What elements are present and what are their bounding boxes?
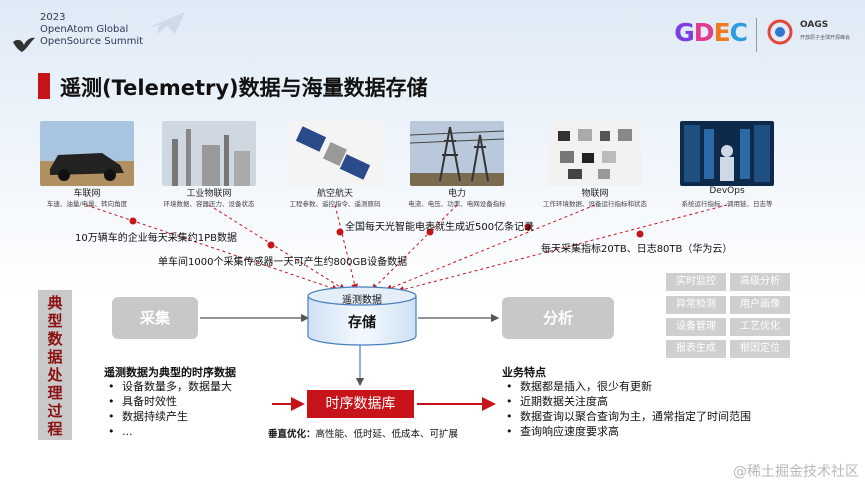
iot-devices-image bbox=[548, 121, 642, 186]
annotation-workshop: 单车间1000个采集传感器一天可产生约800GB设备数据 bbox=[158, 257, 408, 268]
vertical-optimization: 垂直优化：高性能、低时延、低成本、可扩展 bbox=[268, 426, 458, 440]
header-divider bbox=[756, 18, 757, 52]
list-item: 具备时效性 bbox=[104, 394, 232, 409]
source-sub-iot: 工作环境数据、设备运行指标和状态 bbox=[543, 200, 647, 208]
car-image bbox=[40, 121, 134, 186]
tag-device-management: 设备管理 bbox=[666, 318, 726, 336]
list-item: 数据查询以聚合查询为主，通常指定了时间范围 bbox=[502, 409, 751, 424]
annotation-huawei-cloud: 每天采集指标20TB、日志80TB（华为云） bbox=[541, 244, 733, 255]
tag-advanced-analysis: 高级分析 bbox=[730, 273, 790, 291]
dove-icon bbox=[13, 37, 35, 52]
tag-process-optimization: 工艺优化 bbox=[730, 318, 790, 336]
industrial-plant-image bbox=[162, 121, 256, 186]
storage-top-label: 遥测数据 bbox=[342, 295, 382, 306]
storage-cylinder-icon bbox=[307, 286, 417, 346]
datacenter-image bbox=[680, 121, 774, 186]
vertical-optimization-label: 垂直优化： bbox=[268, 429, 316, 440]
watermark: @稀土掘金技术社区 bbox=[733, 464, 859, 480]
satellite-image bbox=[288, 121, 382, 186]
left-list-heading: 遥测数据为典型的时序数据 bbox=[104, 366, 236, 379]
source-label-power: 电力 bbox=[447, 189, 466, 199]
source-label-iiot: 工业物联网 bbox=[186, 189, 232, 199]
oags-logo-icon bbox=[767, 19, 793, 45]
event-title: 2023 OpenAtom Global OpenSource Summit bbox=[40, 12, 144, 47]
tag-realtime-monitor: 实时监控 bbox=[666, 273, 726, 291]
right-list-heading: 业务特点 bbox=[502, 366, 546, 379]
source-sub-vehicle: 车速、油量/电量、转向角度 bbox=[46, 200, 128, 208]
oags-name: OAGS bbox=[800, 20, 829, 30]
collect-box: 采集 bbox=[112, 297, 198, 339]
title-accent-bar bbox=[38, 73, 50, 99]
annotation-smart-meter: 全国每天光智能电表就生成近500亿条记录 bbox=[345, 222, 535, 233]
airplane-icon bbox=[147, 12, 185, 34]
tag-user-profile: 用户画像 bbox=[730, 296, 790, 314]
left-bullet-list: 设备数量多，数据量大 具备时效性 数据持续产生 ... bbox=[104, 379, 232, 439]
source-label-iot: 物联网 bbox=[581, 189, 609, 199]
tsdb-box: 时序数据库 bbox=[307, 390, 414, 418]
right-bullet-list: 数据都是插入，很少有更新 近期数据关注度高 数据查询以聚合查询为主，通常指定了时… bbox=[502, 379, 751, 439]
analyze-box: 分析 bbox=[502, 297, 614, 339]
annotation-vehicle: 10万辆车的企业每天采集约1PB数据 bbox=[75, 233, 237, 244]
source-label-aerospace: 航空航天 bbox=[316, 189, 353, 199]
list-item: 数据持续产生 bbox=[104, 409, 232, 424]
source-sub-devops: 系统运行指标、调用链、日志等 bbox=[681, 200, 773, 208]
gdec-logo: GDEC bbox=[674, 18, 748, 47]
power-tower-image bbox=[410, 121, 504, 186]
vertical-optimization-text: 高性能、低时延、低成本、可扩展 bbox=[315, 429, 459, 440]
page-title: 遥测(Telemetry)数据与海量数据存储 bbox=[60, 76, 428, 100]
list-item: ... bbox=[104, 424, 232, 439]
source-sub-aerospace: 工程参数、遥控指令、遥测原码 bbox=[289, 200, 381, 208]
side-label: 典型数据处理过程 bbox=[38, 290, 72, 440]
source-sub-iiot: 环境数据、容器压力、设备状态 bbox=[163, 200, 255, 208]
tag-anomaly-detection: 异常检测 bbox=[666, 296, 726, 314]
list-item: 查询响应速度要求高 bbox=[502, 424, 751, 439]
tag-root-cause: 根因定位 bbox=[730, 340, 790, 358]
source-label-devops: DevOps bbox=[709, 186, 745, 196]
list-item: 设备数量多，数据量大 bbox=[104, 379, 232, 394]
list-item: 近期数据关注度高 bbox=[502, 394, 751, 409]
tag-report-generation: 报表生成 bbox=[666, 340, 726, 358]
source-sub-power: 电流、电压、功率、电网设备指标 bbox=[408, 200, 506, 208]
oags-subtitle: 开放原子全球开源峰会 bbox=[800, 35, 851, 41]
list-item: 数据都是插入，很少有更新 bbox=[502, 379, 751, 394]
source-label-vehicle: 车联网 bbox=[73, 189, 101, 199]
storage-label: 存储 bbox=[348, 315, 376, 331]
